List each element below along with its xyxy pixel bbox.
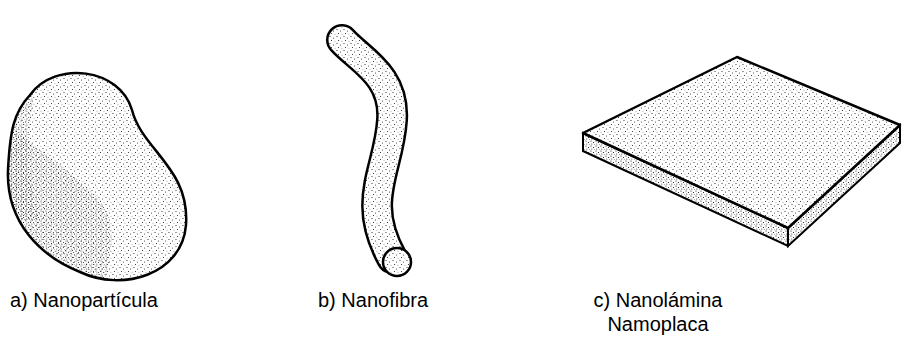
figure-caption: b) Nanofibra	[318, 288, 478, 312]
nanosheet-figure	[583, 57, 900, 246]
nanoparticle-figure	[0, 60, 186, 300]
figure-caption: a) Nanopartícula	[10, 288, 210, 312]
nanofiber-figure	[342, 40, 411, 276]
figure-caption: c) Nanolámina Namoplaca	[588, 288, 728, 336]
